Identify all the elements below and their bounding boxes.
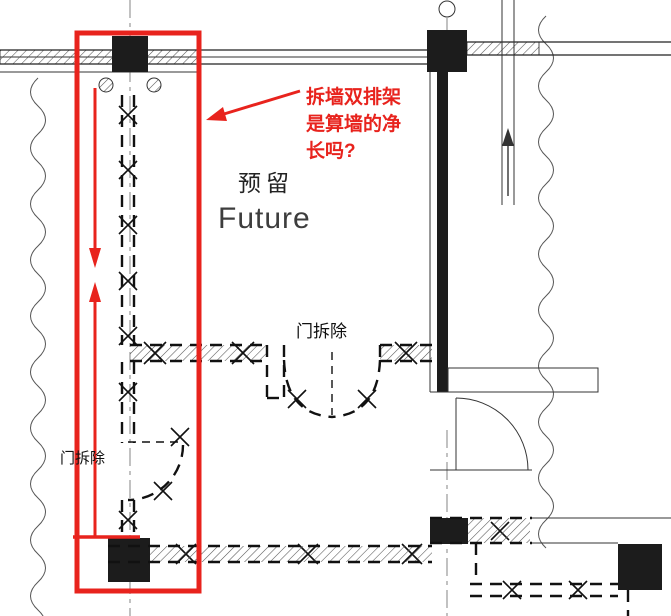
red-arrowheads — [89, 107, 227, 302]
grid-lines — [129, 0, 456, 616]
column-top-left — [112, 36, 148, 72]
annotation-question-text: 拆墙双排架 是算墙的净 长吗? — [306, 87, 402, 162]
counter-outline — [447, 367, 599, 393]
column-bottom-right — [618, 544, 662, 590]
down-arrowhead — [89, 248, 101, 268]
label-door-demolition-center: 门拆除 — [296, 322, 347, 341]
leader-arrowhead — [206, 107, 227, 121]
door-swing-right — [455, 397, 529, 471]
top-wall — [0, 41, 671, 73]
label-door-demolition-left: 门拆除 — [60, 450, 106, 467]
label-reserved-cn: 预留 — [238, 170, 294, 196]
column-bottom-left — [108, 538, 150, 582]
red-leader-line — [223, 89, 301, 116]
red-annotations — [73, 30, 301, 594]
red-highlight-rect — [74, 30, 202, 594]
center-double-door — [282, 352, 382, 419]
up-arrow-head — [502, 128, 514, 146]
up-arrowhead — [89, 282, 101, 302]
label-reserved-en: Future — [218, 202, 311, 235]
bottom-walls — [108, 516, 671, 616]
column-top-right — [427, 30, 467, 72]
grid-bubble — [438, 0, 456, 18]
columns — [108, 30, 662, 590]
right-wall — [429, 72, 599, 471]
break-lines — [30, 15, 554, 616]
column-bottom-mid — [430, 518, 468, 544]
demolished-walls — [98, 77, 588, 600]
stair-direction — [501, 0, 515, 205]
left-door — [127, 441, 185, 502]
